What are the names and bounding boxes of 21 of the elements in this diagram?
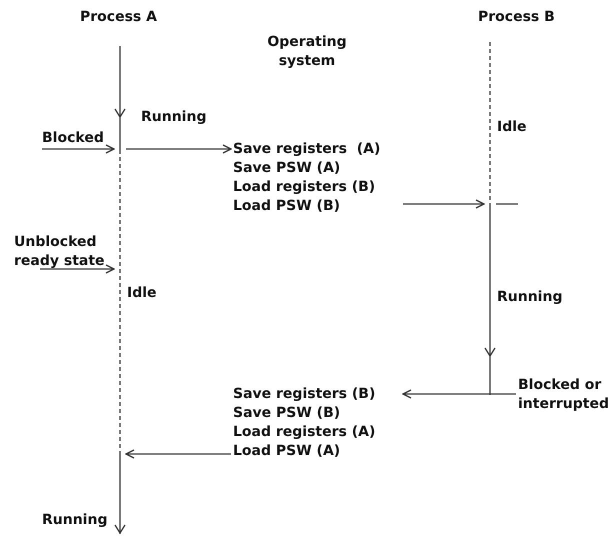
lifeline (484, 42, 496, 397)
event-text: Unblocked ready state (14, 233, 109, 271)
state-label: Idle (497, 118, 527, 137)
state-label: Idle (127, 284, 157, 303)
arrow (42, 144, 115, 154)
lane-heading: Process B (478, 8, 555, 27)
arrow (403, 199, 485, 209)
state-label: Running (497, 288, 562, 307)
instruction-text: Save registers (B) Save PSW (B) Load registers (A) Load PSW (A) (233, 385, 376, 461)
instruction-text: Save registers (A) Save PSW (A) Load registers (B) Load PSW (B) (233, 140, 380, 216)
lane-heading: Process A (80, 8, 157, 27)
arrow (125, 449, 231, 459)
event-text: Blocked (42, 129, 104, 148)
state-label: Running (141, 108, 206, 127)
arrow (402, 389, 516, 399)
lane-heading: Operating system (266, 33, 348, 71)
state-label: Running (42, 511, 108, 530)
event-text: Blocked or interrupted (518, 376, 613, 414)
arrow (126, 144, 232, 154)
arrow (40, 264, 115, 274)
lifeline (114, 46, 126, 536)
